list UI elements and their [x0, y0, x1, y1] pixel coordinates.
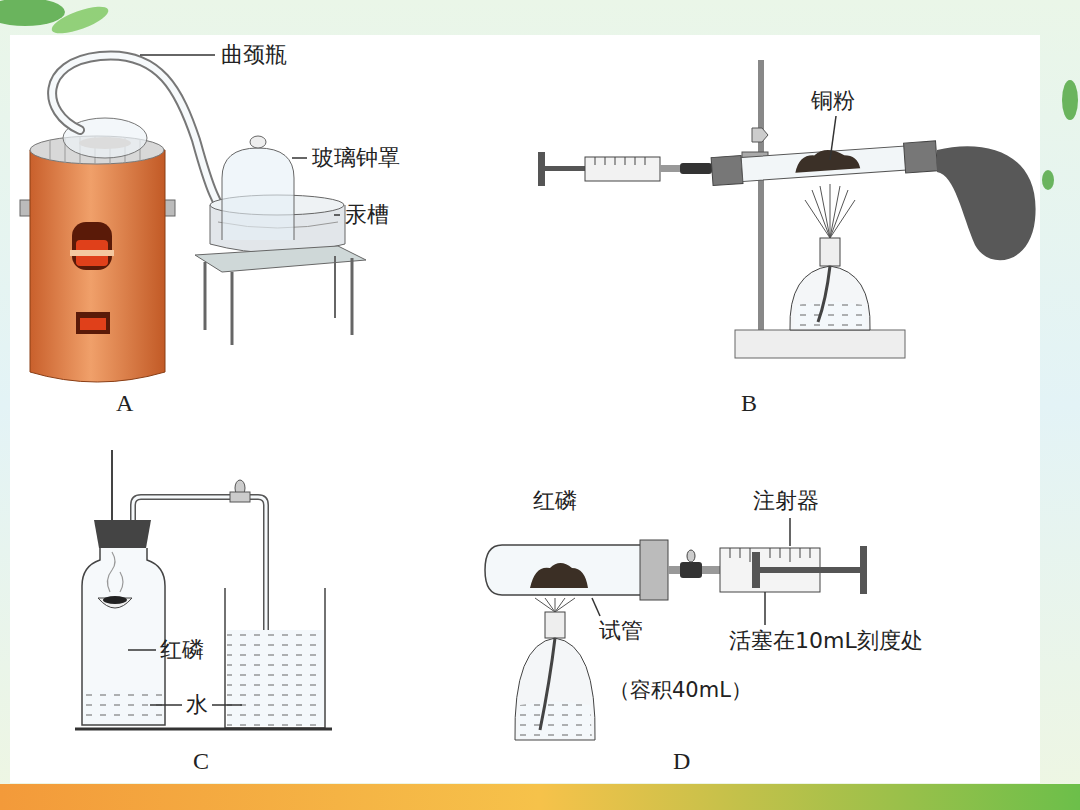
part-label: 红磷 — [532, 488, 578, 513]
syringe — [538, 152, 712, 186]
part-label: 注射器 — [752, 488, 820, 513]
leaf — [0, 0, 65, 26]
bell-jar — [222, 136, 294, 240]
part-label: 汞槽 — [344, 202, 390, 227]
furnace — [20, 136, 175, 382]
balloon — [937, 146, 1036, 260]
part-label: 活塞在10mL刻度处 — [728, 628, 924, 653]
alcohol-lamp — [515, 598, 595, 740]
content-panel — [10, 35, 1040, 783]
gas-bottle — [82, 450, 165, 725]
leaf — [1062, 80, 1078, 120]
leaf — [1042, 170, 1054, 190]
leader-line — [140, 55, 340, 215]
part-label: 铜粉 — [810, 88, 856, 113]
table — [195, 246, 366, 345]
bottom-strip — [0, 784, 1080, 810]
part-label: 试管 — [598, 618, 644, 643]
panel-letter: A — [115, 390, 134, 418]
part-label: 曲颈瓶 — [220, 42, 288, 67]
panel-letter: D — [672, 748, 691, 776]
leader-line — [830, 116, 836, 160]
test-tube — [485, 540, 720, 600]
syringe — [720, 546, 867, 594]
beaker — [75, 588, 332, 729]
iron-stand — [735, 60, 905, 358]
part-label: （容积40mL） — [608, 678, 753, 702]
part-label: 水 — [185, 692, 209, 717]
panel-letter: B — [740, 390, 758, 418]
hard-glass-tube — [711, 141, 938, 187]
alcohol-lamp — [790, 184, 870, 330]
panel-letter: C — [192, 748, 210, 776]
part-label: 玻璃钟罩 — [311, 145, 401, 170]
leaf — [49, 1, 112, 38]
part-label: 红磷 — [159, 637, 205, 662]
leader-line — [592, 518, 790, 625]
